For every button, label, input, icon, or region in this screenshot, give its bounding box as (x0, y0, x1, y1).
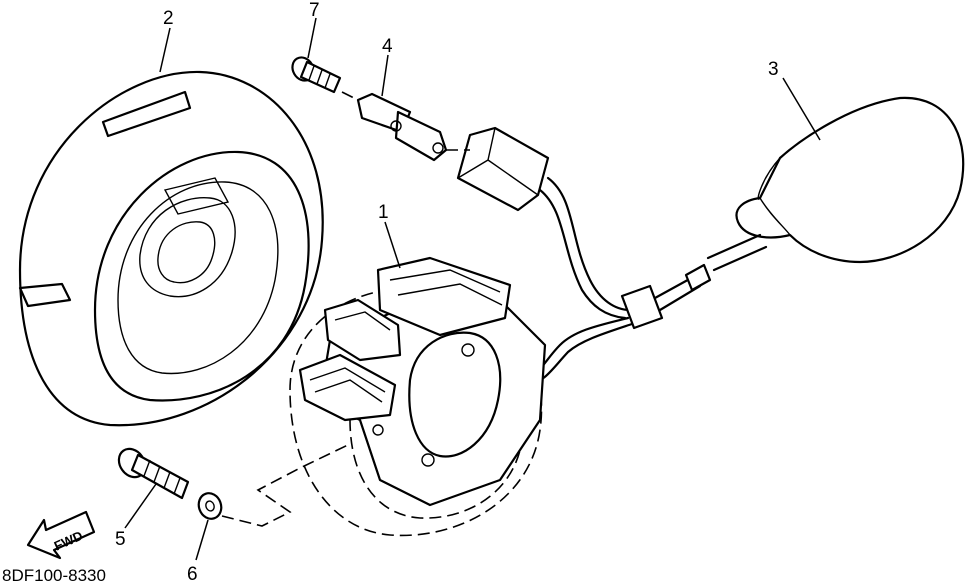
screw-part-7 (291, 56, 342, 94)
callout-5: 5 (115, 529, 126, 550)
wire-harness (523, 176, 712, 387)
callout-2: 2 (163, 8, 174, 29)
wire-coupler (456, 126, 550, 212)
stator-assembly-part-1 (289, 256, 547, 537)
pickup-coil-part-4 (356, 92, 448, 162)
callout-4: 4 (382, 36, 393, 57)
grommet-part-3 (706, 96, 965, 272)
callout-6: 6 (187, 564, 198, 584)
callout-7: 7 (309, 0, 320, 21)
bolt-part-5 (117, 447, 190, 500)
callout-1: 1 (378, 202, 389, 223)
diagram-code: 8DF100-8330 (2, 566, 106, 584)
callout-3: 3 (768, 59, 779, 80)
leader-lines (124, 17, 821, 561)
assembly-lines (221, 91, 470, 527)
washer-part-6 (197, 492, 223, 520)
callout-labels: 1 2 3 4 5 6 7 (115, 0, 779, 584)
rotor-flywheel (18, 70, 324, 427)
fwd-direction-arrow: FWD (26, 510, 96, 560)
